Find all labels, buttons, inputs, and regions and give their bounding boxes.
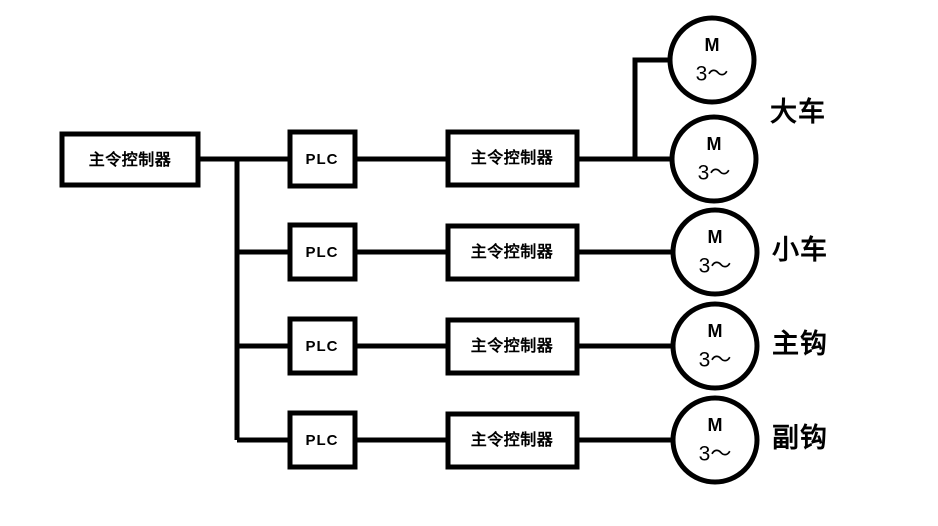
controller-block-4[interactable]: 主令控制器 (445, 411, 580, 470)
controller-block-1[interactable]: 主令控制器 (445, 129, 580, 188)
motor-symbol-4-phase: 3〜 (699, 443, 732, 466)
group-label-zhugou: 主钩 (772, 329, 828, 359)
wire-riser-to-motor1a (632, 57, 670, 159)
controller-block-1-box[interactable] (445, 129, 580, 188)
motor-symbol-2-m: M (708, 227, 723, 247)
plc-block-1-box[interactable] (287, 129, 358, 189)
wiring-layer (198, 57, 674, 443)
group-label-dache: 大车 (770, 96, 826, 127)
plc-block-2[interactable]: PLC (287, 222, 358, 282)
motor-symbol-4-m: M (708, 415, 723, 435)
motor-symbol-3-phase: 3〜 (699, 349, 732, 372)
plc-block-4-box[interactable] (287, 410, 358, 470)
controller-block-4-label: 主令控制器 (471, 430, 554, 449)
motor-symbol-1b[interactable]: M 3〜 (669, 114, 759, 204)
row-zhugou: PLC 主令控制器 M 3〜 主钩 (287, 301, 828, 391)
plc-block-4-label: PLC (306, 432, 339, 449)
group-label-xiaoche: 小车 (772, 234, 828, 265)
motor-symbol-2-circle[interactable] (670, 207, 760, 297)
controller-block-2-label: 主令控制器 (471, 242, 554, 261)
motor-symbol-1b-circle[interactable] (669, 114, 759, 204)
motor-symbol-1a-circle[interactable] (667, 15, 757, 105)
master-controller-source-label: 主令控制器 (89, 150, 172, 169)
motor-symbol-3-circle[interactable] (670, 301, 760, 391)
group-label-fugou: 副钩 (772, 423, 828, 453)
controller-block-2[interactable]: 主令控制器 (445, 223, 580, 282)
motor-symbol-1b-phase: 3〜 (698, 162, 731, 185)
controller-block-3[interactable]: 主令控制器 (445, 317, 580, 376)
controller-block-4-box[interactable] (445, 411, 580, 470)
motor-symbol-1a-phase: 3〜 (696, 63, 729, 86)
controller-block-2-box[interactable] (445, 223, 580, 282)
plc-block-3-label: PLC (306, 338, 339, 355)
row-dache: PLC 主令控制器 M 3〜 M 3〜 大车 (287, 15, 826, 204)
controller-block-3-label: 主令控制器 (471, 336, 554, 355)
plc-block-4[interactable]: PLC (287, 410, 358, 470)
master-controller-source-box[interactable] (59, 131, 201, 188)
plc-block-3[interactable]: PLC (287, 316, 358, 376)
motor-symbol-1a[interactable]: M 3〜 (667, 15, 757, 105)
motor-symbol-3-m: M (708, 321, 723, 341)
motor-symbol-2[interactable]: M 3〜 (670, 207, 760, 297)
row-xiaoche: PLC 主令控制器 M 3〜 小车 (287, 207, 828, 297)
plc-block-1[interactable]: PLC (287, 129, 358, 189)
motor-symbol-4[interactable]: M 3〜 (670, 395, 760, 485)
master-controller-source[interactable]: 主令控制器 (59, 131, 201, 188)
controller-block-1-label: 主令控制器 (471, 148, 554, 167)
motor-symbol-3[interactable]: M 3〜 (670, 301, 760, 391)
motor-symbol-1b-m: M (707, 134, 722, 154)
plc-block-2-box[interactable] (287, 222, 358, 282)
plc-block-1-label: PLC (306, 151, 339, 168)
motor-symbol-2-phase: 3〜 (699, 255, 732, 278)
row-fugou: PLC 主令控制器 M 3〜 副钩 (287, 395, 828, 485)
plc-block-2-label: PLC (306, 244, 339, 261)
controller-block-3-box[interactable] (445, 317, 580, 376)
motor-symbol-1a-m: M (705, 35, 720, 55)
plc-block-3-box[interactable] (287, 316, 358, 376)
motor-symbol-4-circle[interactable] (670, 395, 760, 485)
